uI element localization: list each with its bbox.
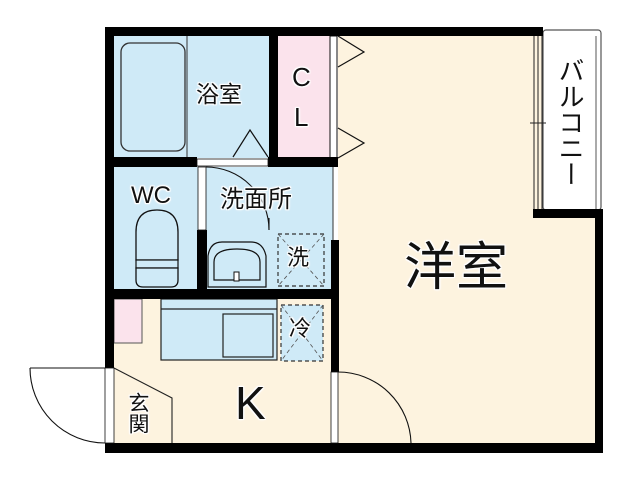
toilet-fixture (135, 209, 179, 288)
washing-machine-label: 洗 (287, 246, 310, 271)
washbasin (207, 241, 267, 288)
walls (105, 27, 603, 453)
balcony (530, 29, 602, 211)
washroom-label: 洗面所 (220, 185, 292, 213)
balcony-label: バルコニー (554, 57, 584, 187)
kitchen-counter (160, 298, 278, 361)
bathroom-label: 浴室 (196, 82, 242, 108)
kitchen-label: K (235, 377, 266, 429)
refrigerator-label: 冷 (289, 317, 312, 342)
closet-floor (278, 36, 330, 158)
entrance-step-line (113, 367, 173, 443)
closet-label-c: C (292, 62, 311, 92)
western-room-label: 洋室 (404, 238, 509, 298)
refrigerator-spot (280, 304, 324, 362)
washroom-door-swing (205, 166, 270, 231)
closet-door-lower (337, 127, 366, 159)
closet-label-l: L (294, 102, 309, 132)
room-door-swing (337, 371, 412, 444)
bath-folding-door (232, 128, 269, 158)
toilet-label: WC (131, 182, 171, 209)
shoe-cabinet (113, 298, 143, 344)
entrance-label: 玄関 (126, 392, 150, 434)
closet-door-upper (337, 35, 366, 68)
entrance-door-swing (29, 367, 106, 444)
bathtub (120, 42, 186, 152)
washing-machine-spot (277, 233, 325, 287)
